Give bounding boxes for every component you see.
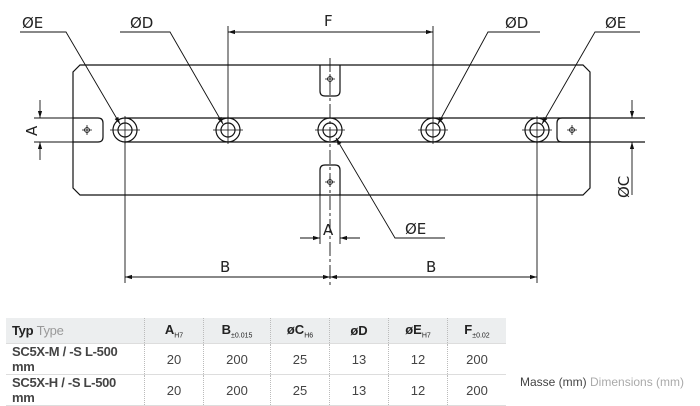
technical-drawing: ØE ØD F ØD ØE A A ØE ØC B B — [20, 12, 645, 286]
label-a-left: A — [23, 125, 41, 136]
label-b-right: B — [426, 258, 436, 276]
cell-type: SC5X-M / -S L-500 mm — [12, 344, 118, 374]
label-dia-e-top-left: ØE — [22, 14, 43, 32]
dimensions-table: Typ Type AH7 B±0.015 øCH6 øD øEH7 F±0.02… — [6, 318, 506, 406]
label-a-bottom: A — [323, 221, 334, 239]
cell-e: 12 — [388, 343, 448, 375]
cell-d: 13 — [329, 374, 389, 406]
cross-marks — [82, 74, 577, 187]
cell-c: 25 — [270, 343, 330, 375]
header-d: øD — [329, 318, 389, 344]
table-row: SC5X-M / -S L-500 mm 20 200 25 13 12 200 — [6, 343, 506, 375]
cell-c: 25 — [270, 374, 330, 406]
slot-top — [319, 65, 341, 97]
header-e: øEH7 — [388, 318, 448, 344]
cell-e: 12 — [388, 374, 448, 406]
slot-bottom — [319, 164, 341, 195]
header-c: øCH6 — [270, 318, 330, 344]
cell-f: 200 — [447, 374, 506, 406]
header-f: F±0.02 — [447, 318, 506, 344]
cell-d: 13 — [329, 343, 389, 375]
cell-b: 200 — [203, 374, 271, 406]
cell-a: 20 — [144, 374, 204, 406]
label-dia-e-bottom: ØE — [405, 220, 426, 238]
label-dia-d-right: ØD — [505, 14, 528, 32]
table-header-row: Typ Type AH7 B±0.015 øCH6 øD øEH7 F±0.02 — [6, 318, 506, 344]
cell-type: SC5X-H / -S L-500 mm — [12, 375, 116, 405]
header-a: AH7 — [144, 318, 204, 344]
units-note: Masse (mm) Dimensions (mm) — [520, 375, 685, 389]
slot-right — [556, 117, 590, 143]
table-row: SC5X-H / -S L-500 mm 20 200 25 13 12 200 — [6, 374, 506, 406]
cell-b: 200 — [203, 343, 271, 375]
cell-a: 20 — [144, 343, 204, 375]
cell-f: 200 — [447, 343, 506, 375]
slot-left — [73, 117, 104, 143]
plate-outline — [72, 64, 591, 196]
label-dia-e-top-right: ØE — [605, 14, 626, 32]
label-dia-d-left: ØD — [130, 14, 153, 32]
header-type: Typ Type — [12, 323, 64, 338]
label-f: F — [324, 12, 333, 30]
header-b: B±0.015 — [203, 318, 271, 344]
label-dia-c: ØC — [615, 176, 633, 198]
label-b-left: B — [220, 258, 230, 276]
